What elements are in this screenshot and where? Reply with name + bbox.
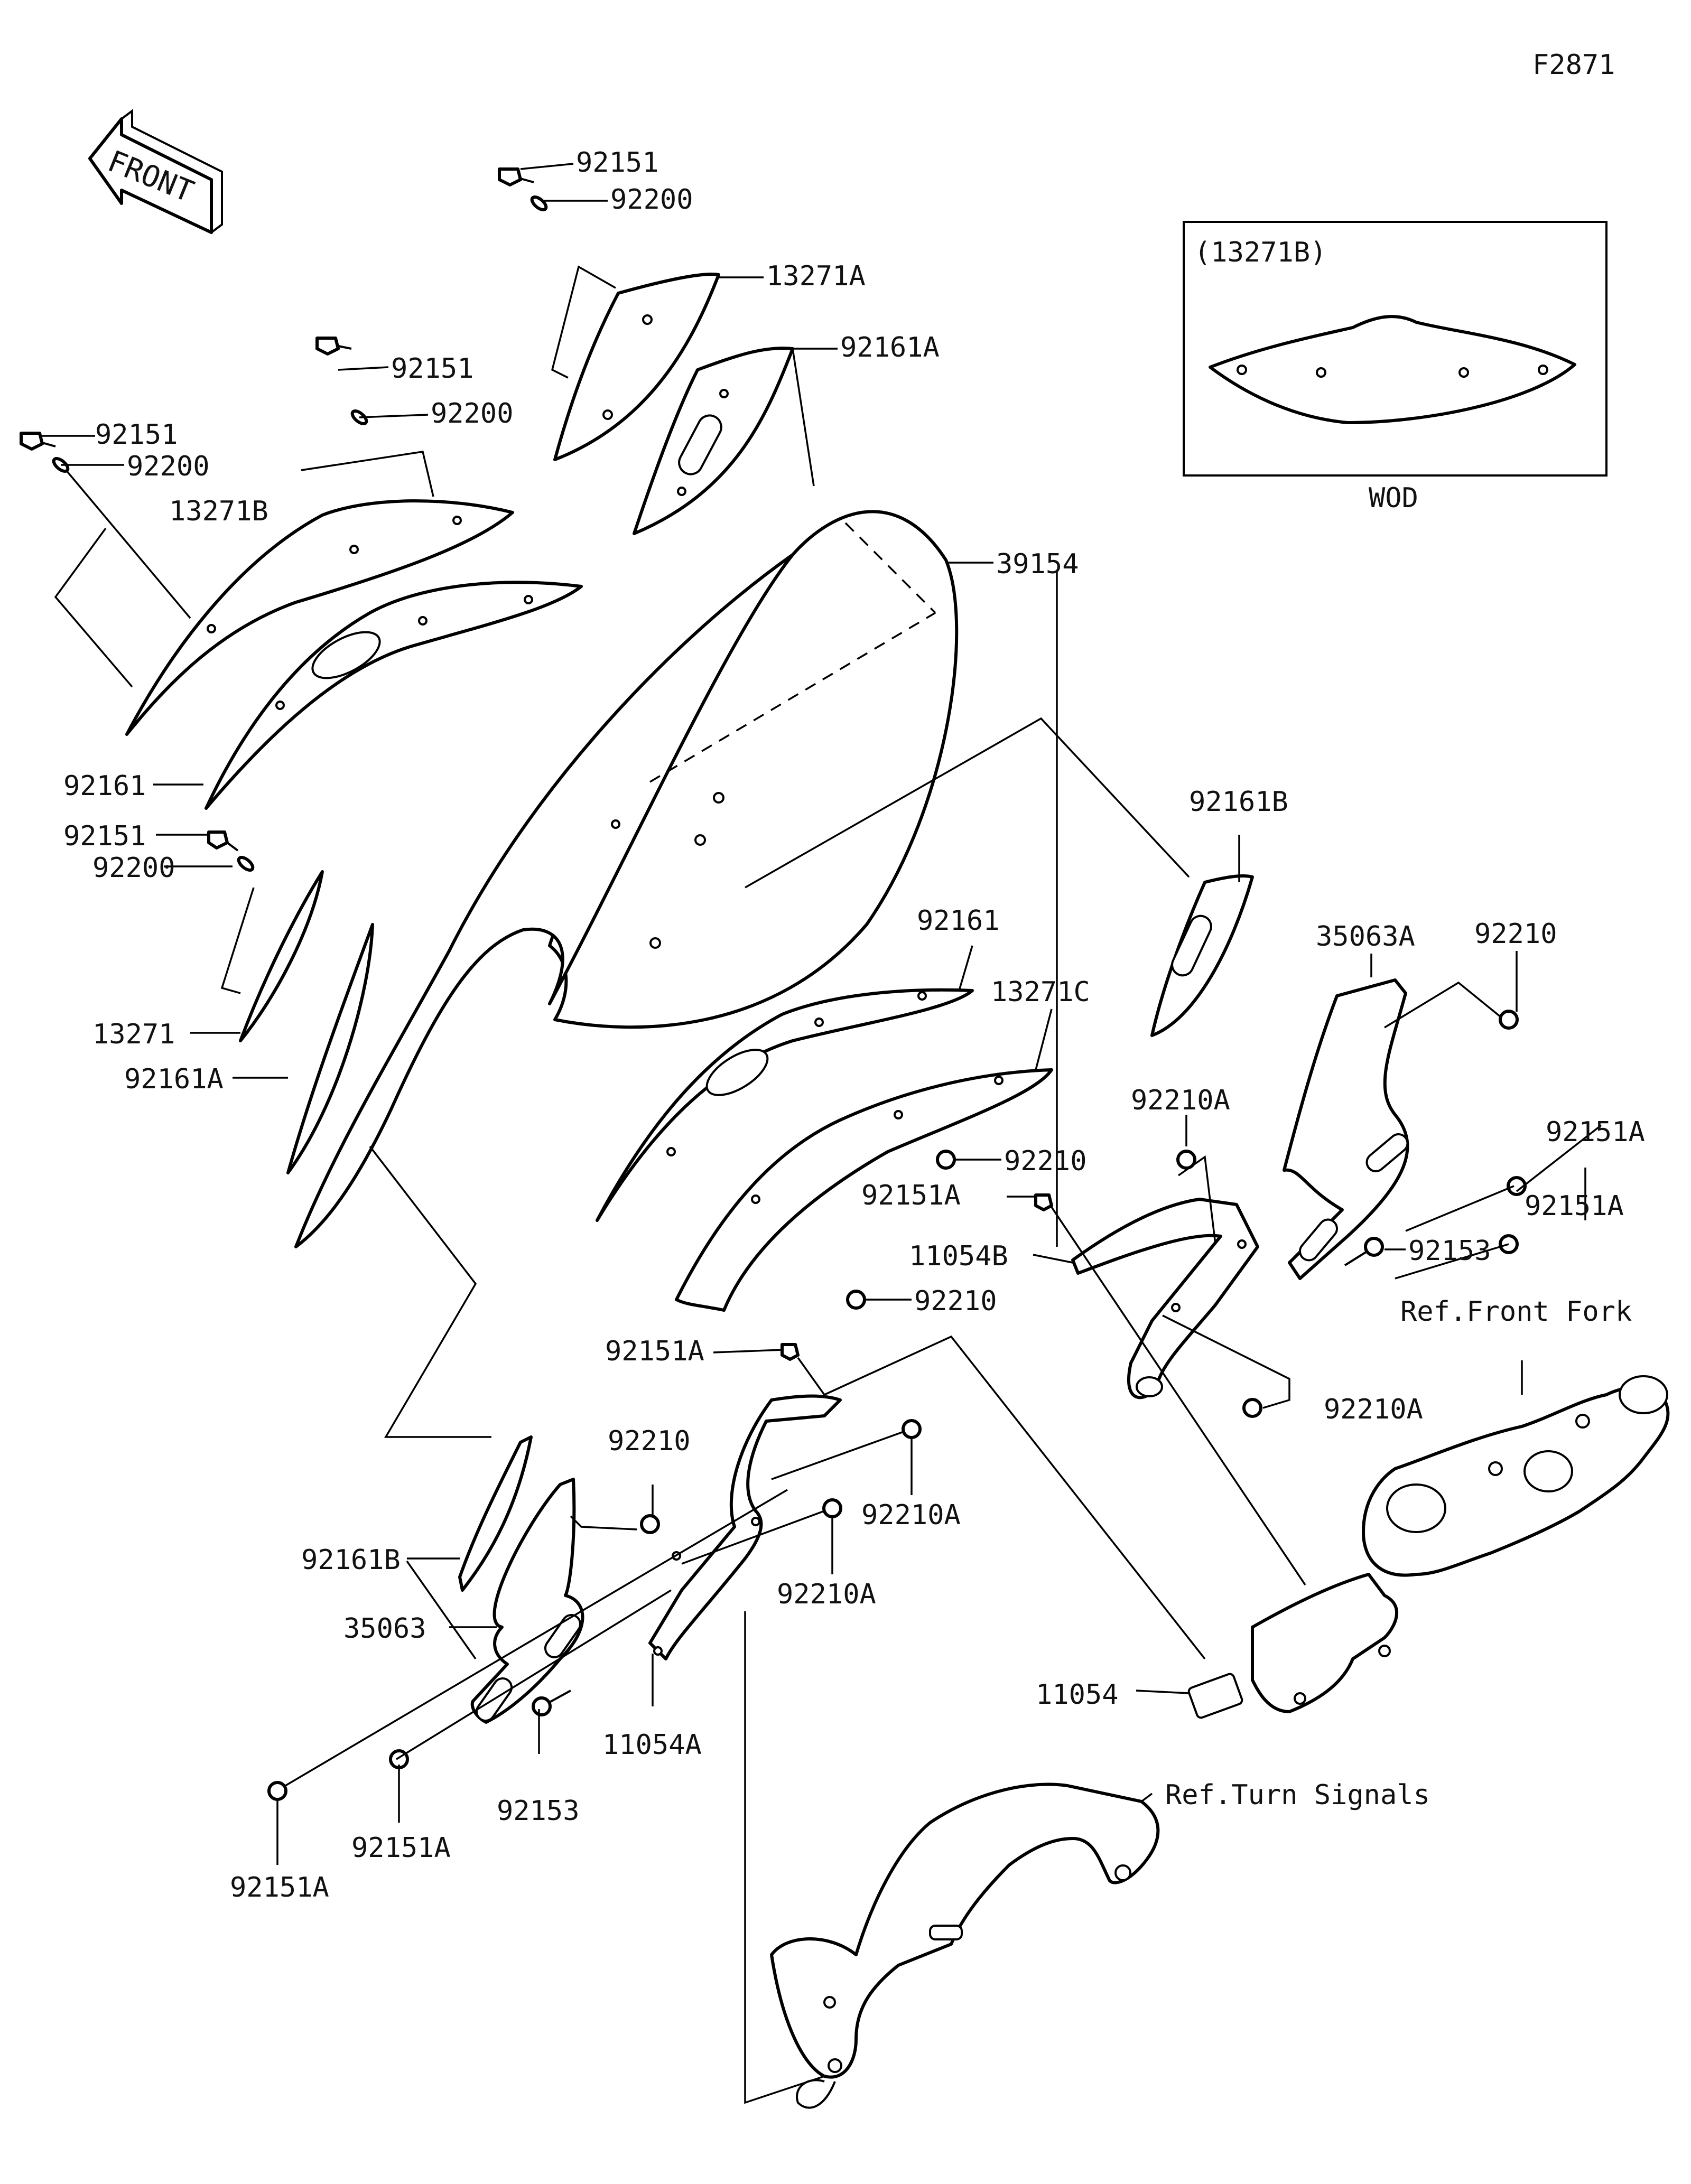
part-label: 92161 bbox=[917, 905, 1000, 937]
ref-front-fork: Ref.Front Fork bbox=[1400, 1296, 1632, 1328]
part-label: 92161A bbox=[840, 332, 940, 363]
bracket-11054 bbox=[1187, 1573, 1398, 1719]
part-label: 13271 bbox=[92, 1019, 175, 1050]
part-label: 92210A bbox=[1131, 1085, 1230, 1116]
inset-caption: WOD bbox=[1369, 482, 1418, 514]
rubber-92161 bbox=[205, 581, 583, 810]
turn-signals-ref bbox=[770, 1782, 1160, 2109]
brace-13271 bbox=[239, 870, 324, 1042]
part-labels: 92151 92200 13271A 92161A 92151 92200 92… bbox=[63, 147, 1645, 1903]
rubber-92161a-lower bbox=[286, 923, 374, 1174]
brace-13271b bbox=[125, 499, 514, 736]
bracket-35063a bbox=[1283, 978, 1409, 1280]
part-label: 92200 bbox=[610, 184, 693, 216]
brace-13271a bbox=[553, 273, 720, 461]
part-label: 92151A bbox=[605, 1336, 704, 1367]
part-label: 92200 bbox=[431, 398, 514, 430]
part-label: 13271B bbox=[169, 496, 268, 527]
part-label: 92151A bbox=[230, 1872, 329, 1903]
inset-label: (13271B) bbox=[1194, 237, 1326, 268]
part-label: 11054A bbox=[602, 1729, 702, 1761]
part-label: 92151 bbox=[63, 820, 146, 852]
brace-13271c bbox=[675, 1068, 1053, 1312]
part-label: 92151A bbox=[861, 1180, 961, 1211]
part-label: 92210 bbox=[608, 1425, 691, 1457]
part-label: 92200 bbox=[127, 451, 210, 482]
figure-code: F2871 bbox=[1532, 49, 1615, 81]
inset-13271b: (13271B) WOD bbox=[1183, 221, 1608, 514]
rubber-92161b-right bbox=[1150, 874, 1254, 1037]
ref-turn-signals: Ref.Turn Signals bbox=[1165, 1779, 1430, 1811]
part-label: 92210 bbox=[1004, 1145, 1087, 1177]
part-label: 92210 bbox=[914, 1285, 997, 1317]
rubber-92161a bbox=[633, 347, 794, 535]
part-label: 92151 bbox=[95, 419, 178, 451]
leader-lines bbox=[42, 163, 1602, 2104]
part-label: 39154 bbox=[996, 548, 1079, 580]
part-label: 92210A bbox=[861, 1499, 961, 1531]
part-label: 92151A bbox=[1525, 1190, 1624, 1222]
part-label: 92151A bbox=[1546, 1116, 1645, 1148]
part-label: 92161A bbox=[124, 1063, 224, 1095]
part-label: 11054B bbox=[909, 1240, 1008, 1272]
front-arrow-icon: FRONT bbox=[88, 109, 223, 234]
part-label: 92153 bbox=[497, 1795, 580, 1827]
rubber-92161-right bbox=[596, 988, 974, 1222]
bracket-11054a bbox=[648, 1394, 842, 1660]
part-label: 92151A bbox=[351, 1832, 451, 1864]
rubber-92161b-left bbox=[458, 1435, 533, 1592]
part-label: 13271A bbox=[766, 260, 866, 292]
windshield-39154 bbox=[294, 510, 959, 1248]
part-label: 92210 bbox=[1474, 918, 1557, 950]
part-label: 92161B bbox=[1189, 786, 1288, 818]
part-label: 92151 bbox=[391, 353, 474, 385]
part-label: 92151 bbox=[576, 147, 659, 179]
part-label: 92210A bbox=[1324, 1394, 1423, 1425]
bracket-11054b bbox=[1071, 1198, 1259, 1399]
part-label: 92161B bbox=[301, 1544, 401, 1576]
part-label: 92153 bbox=[1408, 1235, 1491, 1267]
part-label: 13271C bbox=[991, 976, 1090, 1008]
part-label: 92161 bbox=[63, 770, 146, 802]
part-label: 35063 bbox=[343, 1613, 426, 1645]
part-label: 92200 bbox=[92, 852, 175, 884]
front-fork-ref bbox=[1362, 1375, 1670, 1577]
part-label: 35063A bbox=[1316, 921, 1415, 953]
part-label: 11054 bbox=[1036, 1679, 1119, 1711]
part-label: 92210A bbox=[777, 1579, 876, 1610]
fasteners bbox=[20, 167, 1527, 1801]
